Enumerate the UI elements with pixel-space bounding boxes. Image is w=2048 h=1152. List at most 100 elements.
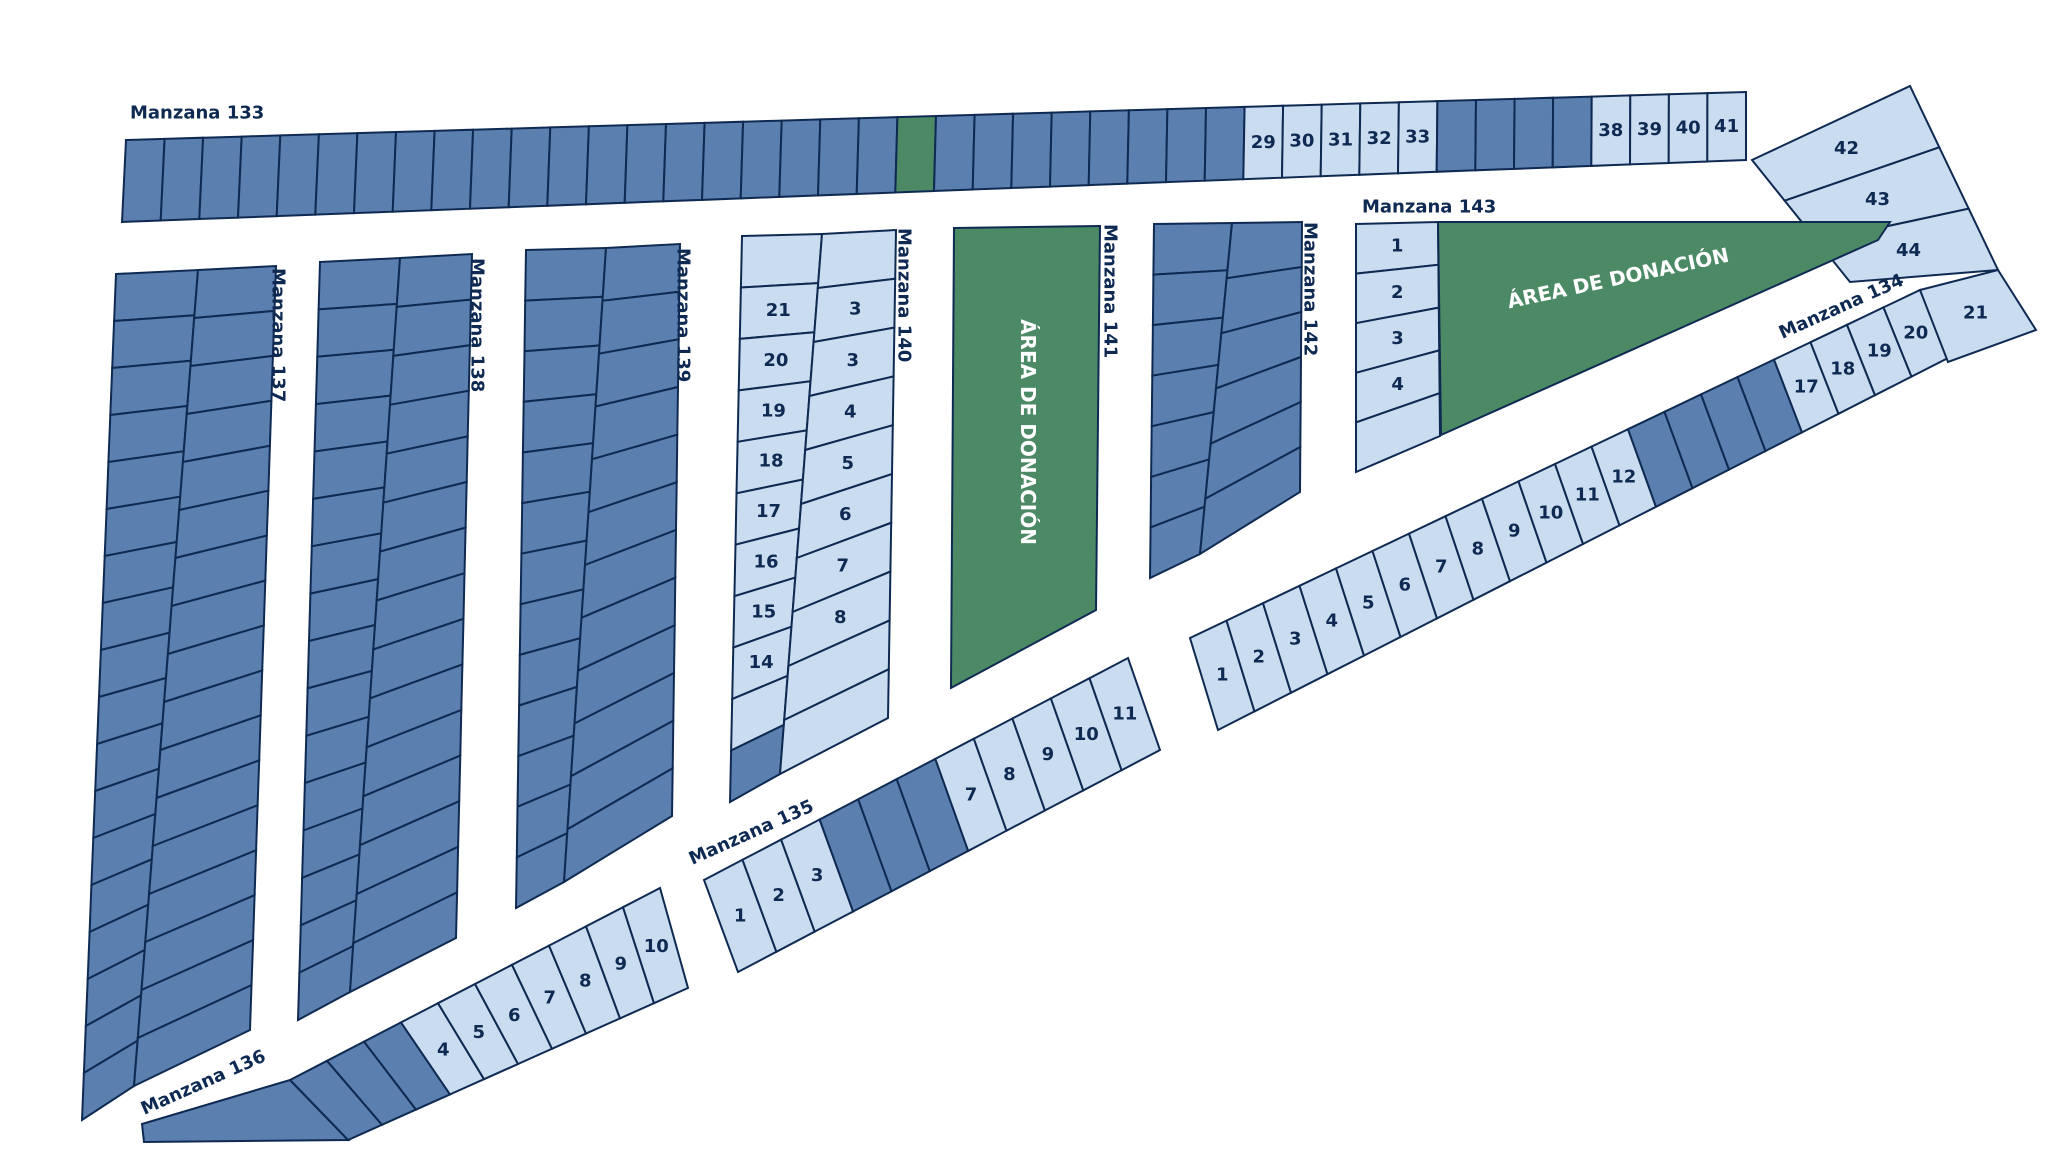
lot-137-left-1[interactable] [111, 314, 196, 370]
block-label-142: Manzana 142 [1300, 222, 1321, 356]
lot-number: 40 [1676, 118, 1701, 139]
lot-133-23[interactable] [1010, 111, 1053, 190]
lot-133-37[interactable] [1551, 95, 1593, 169]
lot-number: 2 [1253, 647, 1266, 668]
lot-139-left-2[interactable] [522, 344, 601, 403]
lot-133-21[interactable] [932, 113, 976, 193]
donation-areas [949, 221, 1892, 690]
lot-137-right-0[interactable] [193, 264, 278, 320]
lot-133-36[interactable] [1512, 96, 1555, 170]
block-label-141: Manzana 141 [1100, 224, 1121, 358]
lot-133-14[interactable] [662, 121, 706, 203]
lot-number: 3 [1289, 629, 1302, 650]
donation-area-label-141: ÁREA DE DONACIÓN [1016, 319, 1040, 545]
lot-number: 17 [756, 501, 781, 522]
lot-133-15[interactable] [700, 120, 745, 201]
lot-136-tail[interactable] [140, 1078, 351, 1144]
lot-138-left-1[interactable] [316, 302, 398, 358]
lot-number: 12 [1611, 467, 1636, 488]
lot-number: 7 [965, 784, 978, 805]
lot-133-34[interactable] [1435, 98, 1478, 173]
lot-number: 3 [811, 865, 824, 886]
lot-133-1[interactable] [159, 136, 205, 222]
lot-number: 6 [1399, 575, 1412, 596]
lot-139-left-1[interactable] [523, 295, 604, 353]
lot-number: 1 [1391, 236, 1404, 257]
block-label-140: Manzana 140 [894, 228, 915, 362]
lot-number: 11 [1575, 485, 1600, 506]
lot-number: 7 [837, 556, 850, 577]
lot-142-left-0[interactable] [1152, 221, 1234, 276]
lot-137-left-0[interactable] [113, 268, 200, 323]
lot-number: 8 [1472, 539, 1485, 560]
lot-133-27[interactable] [1164, 106, 1208, 184]
lot-number: 17 [1794, 377, 1819, 398]
lot-number: 6 [839, 504, 852, 525]
lot-number: 2 [1391, 282, 1404, 303]
lot-number: 20 [1903, 323, 1928, 344]
lot-number: 11 [1112, 704, 1137, 725]
lot-138-left-0[interactable] [317, 256, 402, 311]
lot-number: 9 [615, 953, 628, 974]
lot-133-4[interactable] [275, 133, 320, 218]
lot-139-left-0[interactable] [524, 246, 608, 302]
lot-143-4[interactable] [1355, 391, 1442, 474]
lot-133-3[interactable] [236, 134, 282, 219]
lot-number: 1 [734, 905, 747, 926]
lot-number: 18 [758, 451, 783, 472]
lot-133-18[interactable] [816, 117, 860, 197]
lot-number: 43 [1865, 189, 1890, 210]
lot-136-9[interactable] [621, 886, 690, 1005]
donation-area-143[interactable] [1436, 221, 1892, 437]
lot-number: 30 [1289, 131, 1314, 152]
lot-133-16[interactable] [739, 119, 783, 200]
block-label-137: Manzana 137 [268, 268, 289, 402]
lot-number: 6 [508, 1005, 521, 1026]
lot-138-right-14[interactable] [348, 890, 459, 994]
lot-133-19[interactable] [855, 116, 899, 196]
lot-133-28[interactable] [1203, 105, 1246, 182]
donation-area-141[interactable] [949, 224, 1102, 690]
lot-133-24[interactable] [1048, 110, 1092, 188]
lot-number: 3 [849, 299, 862, 320]
block-label-143: Manzana 143 [1362, 197, 1496, 218]
lot-number: 4 [1391, 374, 1404, 395]
lot-number: 10 [1074, 724, 1099, 745]
lot-133-6[interactable] [352, 130, 398, 215]
lot-139-right-11[interactable] [562, 766, 674, 884]
lot-number: 8 [579, 971, 592, 992]
lot-133-11[interactable] [546, 125, 590, 207]
lot-133-20[interactable] [894, 114, 938, 194]
lot-133-12[interactable] [584, 124, 629, 206]
lot-140-right-9[interactable] [778, 667, 890, 776]
lot-133-26[interactable] [1126, 108, 1169, 185]
lot-number: 4 [844, 401, 857, 422]
lot-133-17[interactable] [778, 118, 822, 198]
lot-138-right-0[interactable] [395, 252, 474, 309]
lot-133-13[interactable] [623, 122, 668, 204]
lot-133-0[interactable] [120, 137, 166, 224]
lot-133-22[interactable] [971, 112, 1015, 191]
lot-number: 16 [753, 551, 778, 572]
lot-133-7[interactable] [391, 129, 436, 213]
lot-number: 32 [1367, 128, 1392, 149]
lot-137-right-16[interactable] [132, 983, 253, 1088]
lot-133-25[interactable] [1087, 109, 1130, 187]
lot-number: 2 [772, 885, 785, 906]
lot-140-left-0[interactable] [739, 232, 824, 289]
lot-number: 19 [761, 401, 786, 422]
lot-number: 39 [1637, 119, 1662, 140]
lot-133-9[interactable] [468, 127, 513, 210]
lot-142-right-5[interactable] [1198, 445, 1302, 556]
lot-number: 42 [1834, 138, 1859, 159]
lot-133-2[interactable] [198, 135, 243, 221]
lot-133-8[interactable] [430, 128, 475, 212]
lot-133-5[interactable] [314, 132, 359, 216]
lot-133-10[interactable] [507, 126, 552, 209]
lot-133-35[interactable] [1474, 97, 1516, 172]
lot-133-41[interactable] [1706, 90, 1747, 163]
lot-number: 9 [1042, 744, 1055, 765]
lot-135-10[interactable] [1088, 656, 1162, 772]
lot-142-left-1[interactable] [1151, 269, 1229, 327]
lot-134-corner-0[interactable] [1918, 268, 2038, 364]
